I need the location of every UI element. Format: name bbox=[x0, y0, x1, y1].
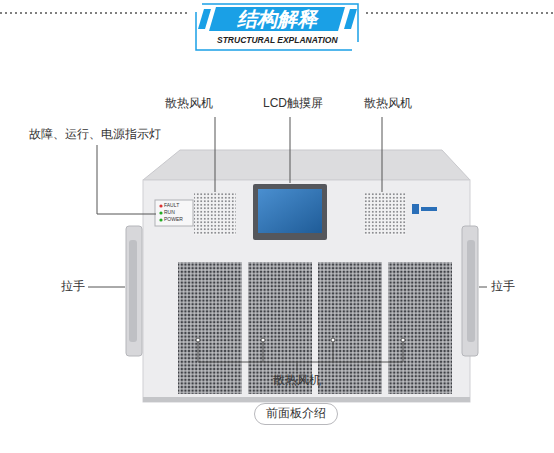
part-label: 故障、运行、电源指示灯 bbox=[29, 128, 161, 142]
part-label: 拉手 bbox=[491, 280, 515, 294]
banner-title: 结构解释 bbox=[237, 8, 317, 31]
part-label: 拉手 bbox=[61, 280, 85, 294]
part-label: LCD触摸屏 bbox=[263, 97, 323, 111]
led-label: RUN bbox=[164, 210, 175, 216]
banner-subtitle: STRUCTURAL EXPLANATION bbox=[217, 36, 338, 46]
led-label: FAULT bbox=[164, 203, 179, 209]
led-label: POWER bbox=[164, 217, 183, 223]
caption-pill: 前面板介绍 bbox=[254, 403, 338, 425]
part-label: 散热风机 bbox=[364, 97, 412, 111]
part-label: 散热风机 bbox=[273, 374, 321, 388]
part-label: 散热风机 bbox=[165, 97, 213, 111]
